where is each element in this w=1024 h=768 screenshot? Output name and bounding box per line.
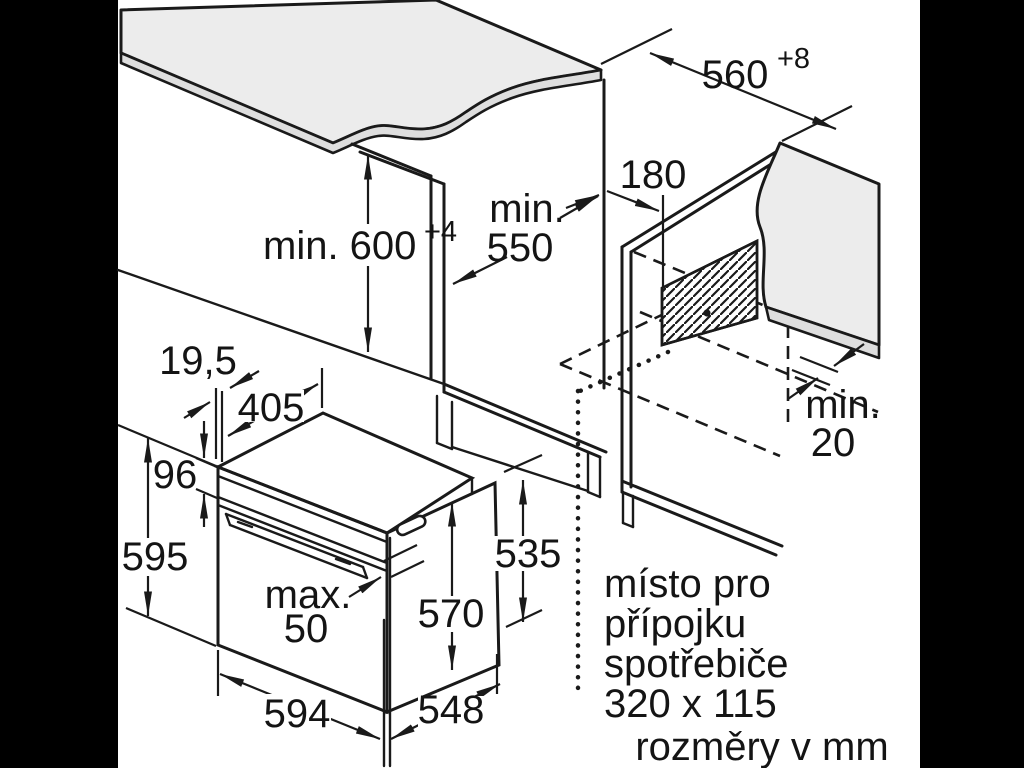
worktop [119,0,603,155]
dim-control-panel-height-value: 96 [153,453,198,497]
dim-front-height-value: 595 [122,535,189,579]
dim-front-height: 595 [117,423,217,648]
connection-note-line4: 320 x 115 [604,682,777,726]
dim-door-overhang: 19,5 [159,339,260,462]
dim-worktop-height-value: min. 600 [263,224,416,268]
dim-worktop-height-tolerance: +4 [424,216,457,248]
dim-rear-height-value: 535 [495,532,562,576]
dim-body-depth: 548 [390,654,501,740]
dim-handle-depth-line2: 50 [284,607,329,651]
dim-niche-width-value: 560 [702,53,769,97]
dim-niche-depth-line2: 550 [487,226,554,270]
dim-control-panel-height: 96 [153,421,218,527]
dim-niche-depth-line1: min. [489,187,565,231]
dim-cavity-height-value: 570 [418,592,485,636]
cabinet [350,78,608,499]
units-note: rozměry v mm [635,725,888,768]
dim-rear-height: 535 [494,453,562,628]
dim-connection-setback: 180 [565,153,687,213]
dim-top-depth-value: 405 [238,386,305,430]
oven [214,411,501,768]
dim-front-width: 594 [216,650,381,741]
dim-handle-depth: max. 50 [265,544,425,651]
floor-line [116,268,446,386]
side-grip-icon [395,514,427,537]
connection-note-line3: spotřebiče [604,642,789,686]
dim-connection-setback-value: 180 [620,153,687,197]
connection-note: místo pro přípojku spotřebiče 320 x 115 [604,562,789,726]
connection-leader [575,349,671,701]
dim-handle-depth-line1: max. [265,573,352,617]
connection-area [660,195,759,347]
connection-note-line2: přípojku [604,602,746,646]
dim-top-depth: 405 [227,368,324,437]
connection-note-line1: místo pro [604,562,771,606]
dim-rear-gap-line2: 20 [811,421,856,465]
dim-cavity-height: 570 [418,502,485,670]
dim-worktop-height: min. 600 +4 [263,155,457,352]
dim-door-overhang-value: 19,5 [159,339,237,383]
dim-niche-width-tolerance: +8 [777,43,810,75]
connection-point-dot [703,309,711,317]
dim-front-width-value: 594 [264,692,331,736]
dim-rear-gap-line1: min. [805,383,881,427]
oven-handle [224,512,369,580]
torn-side-wall [755,141,881,360]
dim-rear-gap: min. 20 [787,343,881,465]
dim-niche-width: 560 +8 [600,28,853,142]
dim-body-depth-value: 548 [418,688,485,732]
